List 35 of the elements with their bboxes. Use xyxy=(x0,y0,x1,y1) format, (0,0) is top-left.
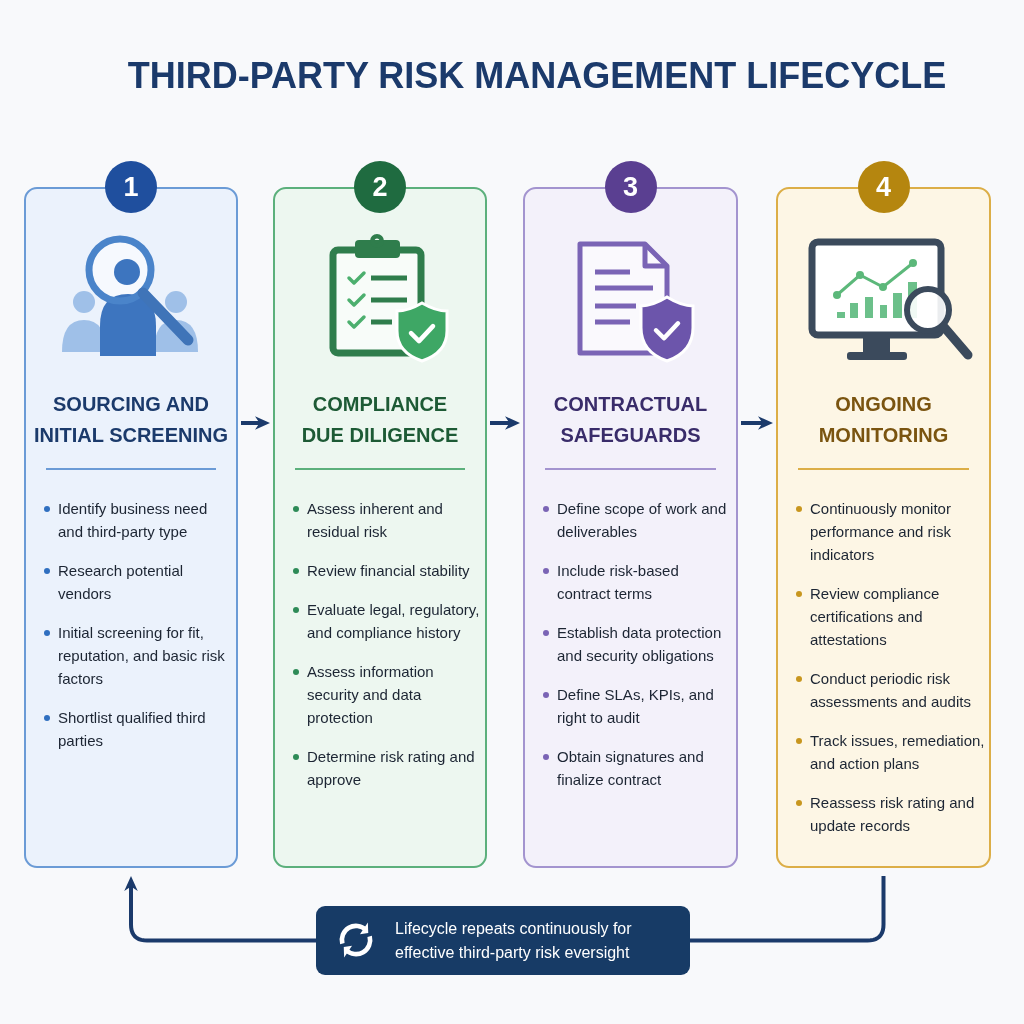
banner-text: Lifecycle repeats continuously for effective third-party risk eversight xyxy=(395,919,633,963)
arrow xyxy=(241,416,270,430)
step-title: SOURCING AND INITIAL SCREENING xyxy=(32,392,230,448)
bullet-item: Continuously monitor performance and risk indicators xyxy=(794,497,985,566)
bullet-item: Conduct periodic risk assessments and audits xyxy=(794,667,985,713)
bullet-item: Define SLAs, KPIs, and right to audit xyxy=(541,683,732,729)
bullet-item: Assess information security and data protection xyxy=(291,660,481,729)
step-number: 4 xyxy=(857,161,910,213)
arrow xyxy=(124,876,316,943)
bullet-item: Track issues, remediation, and action plans xyxy=(794,729,985,775)
bullet-item: Assess inherent and residual risk xyxy=(291,497,481,543)
diagram-title: THIRD-PARTY RISK MANAGEMENT LIFECYCLE xyxy=(127,56,947,96)
bullet-item: Review financial stability xyxy=(291,559,481,582)
arrow xyxy=(741,416,773,430)
info-banner xyxy=(316,906,690,975)
bullet-item: Define scope of work and deliverables xyxy=(541,497,732,543)
bullet-item: Reassess risk rating and update records xyxy=(794,791,985,837)
bullet-item: Identify business need and third-party type xyxy=(42,497,232,543)
bullet-item: Obtain signatures and finalize contract xyxy=(541,745,732,791)
bullet-item: Establish data protection and security obligations xyxy=(541,621,732,667)
bullet-item: Evaluate legal, regulatory, and compliance history xyxy=(291,598,481,644)
bullet-item: Review compliance certifications and attestations xyxy=(794,582,985,651)
bullet-item: Shortlist qualified third parties xyxy=(42,706,232,752)
step-title: ONGOING MONITORING xyxy=(817,392,950,448)
step-number: 1 xyxy=(105,161,157,213)
step-title: COMPLIANCE DUE DILIGENCE xyxy=(300,392,460,448)
step-number: 2 xyxy=(354,161,406,213)
step-number: 3 xyxy=(604,161,657,213)
bullet-item: Initial screening for fit, reputation, and basic risk factors xyxy=(42,621,232,690)
bullet-item: Research potential vendors xyxy=(42,559,232,605)
step-title: CONTRACTUAL SAFEGUARDS xyxy=(552,392,709,448)
bullet-item: Determine risk rating and approve xyxy=(291,745,481,791)
arrow xyxy=(490,416,520,430)
connector-line xyxy=(690,876,886,943)
bullet-item: Include risk-based contract terms xyxy=(541,559,732,605)
